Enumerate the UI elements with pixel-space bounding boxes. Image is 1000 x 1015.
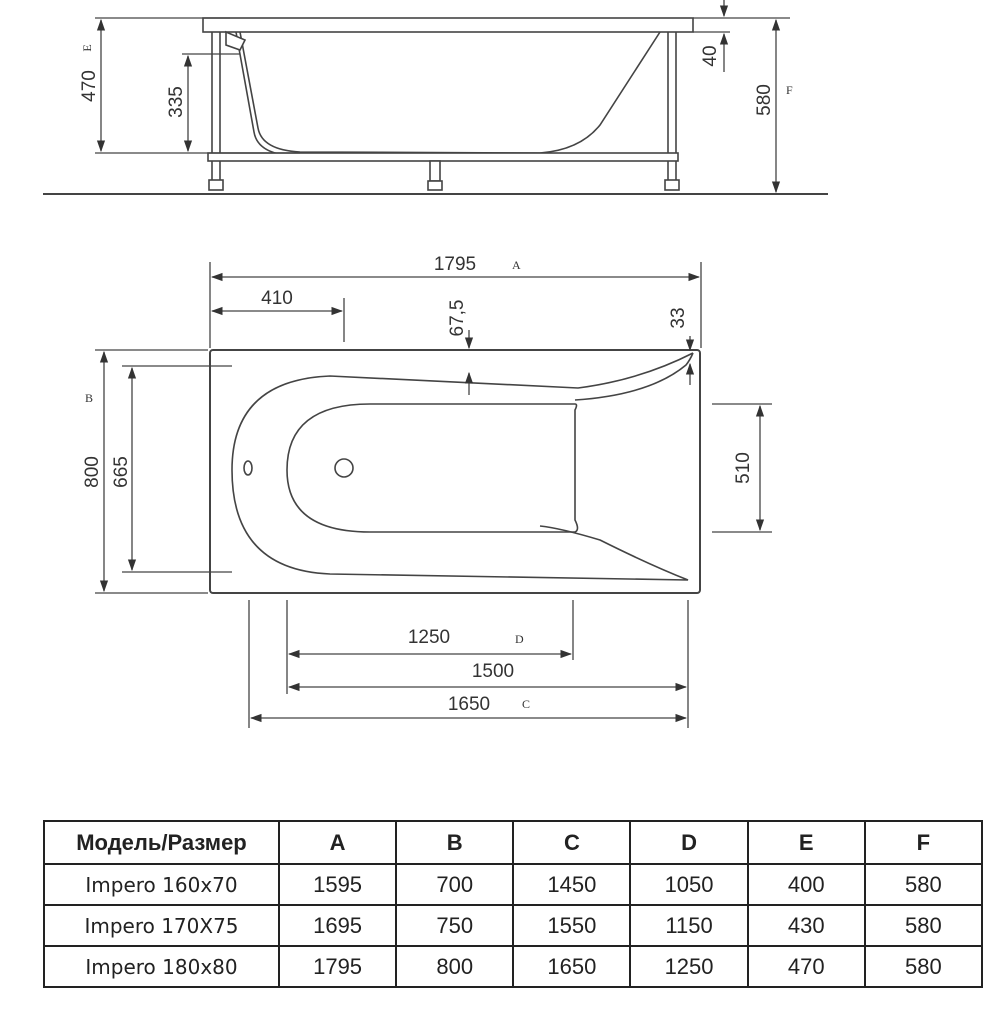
dim-1250: 1250 <box>408 627 450 648</box>
table-cell-model: Impero 180x80 <box>43 945 280 988</box>
dim-1795: 1795 <box>434 254 476 275</box>
table-cell-model: Impero 170X75 <box>43 904 280 947</box>
drain-hole <box>334 458 354 478</box>
dim-580: 580 <box>754 84 775 116</box>
dim-40: 40 <box>700 45 721 66</box>
frame-base <box>207 152 679 162</box>
table-cell: 1795 <box>277 945 398 988</box>
dim-67-5: 67,5 <box>447 300 468 337</box>
tub-floor <box>286 403 579 533</box>
top-view-dimensions <box>95 262 772 728</box>
table-cell: 470 <box>746 945 866 988</box>
table-cell: 1250 <box>629 945 749 988</box>
header-model-size: Модель/Размер <box>43 820 280 865</box>
dim-665: 665 <box>111 456 132 488</box>
table-cell: 800 <box>395 945 515 988</box>
table-row: Impero 160x70 1595 700 1450 1050 400 580 <box>43 863 984 906</box>
dim-470: 470 <box>79 70 100 102</box>
dim-1500: 1500 <box>472 661 514 682</box>
table-cell: 750 <box>395 904 515 947</box>
header-F: F <box>863 820 984 865</box>
dim-510: 510 <box>733 452 754 484</box>
table-cell: 580 <box>863 904 984 947</box>
side-view <box>43 17 828 195</box>
table-cell-model: Impero 160x70 <box>43 863 280 906</box>
size-spec-table: Модель/Размер A B C D E F Impero 160x70 … <box>43 820 984 988</box>
table-row: Impero 180x80 1795 800 1650 1250 470 580 <box>43 945 984 988</box>
table-row: Impero 170X75 1695 750 1550 1150 430 580 <box>43 904 984 947</box>
label-C: C <box>522 697 530 711</box>
label-F: F <box>786 83 793 97</box>
table-cell: 1695 <box>277 904 398 947</box>
side-view-text: 470 E 335 40 580 F <box>79 44 793 118</box>
table-cell: 430 <box>746 904 866 947</box>
overflow-hole <box>243 460 253 476</box>
table-cell: 1450 <box>512 863 632 906</box>
table-cell: 1650 <box>512 945 632 988</box>
label-A: A <box>512 258 521 272</box>
top-view-text: 1795 A 410 67,5 33 B 800 665 510 1250 D … <box>82 254 754 715</box>
bathtub-technical-drawing: 470 E 335 40 580 F <box>43 0 828 728</box>
table-cell: 700 <box>395 863 515 906</box>
tub-outline <box>209 349 701 594</box>
header-D: D <box>629 820 749 865</box>
dim-33: 33 <box>668 307 689 328</box>
tub-basin <box>231 352 694 581</box>
dim-335: 335 <box>166 86 187 118</box>
table-cell: 1595 <box>277 863 398 906</box>
dim-410: 410 <box>261 288 293 309</box>
dim-800: 800 <box>82 456 103 488</box>
label-D: D <box>515 632 524 646</box>
top-view <box>209 349 701 594</box>
header-E: E <box>746 820 866 865</box>
dim-1650: 1650 <box>448 694 490 715</box>
side-view-dimensions <box>95 0 790 194</box>
label-B: B <box>85 391 93 405</box>
header-C: C <box>512 820 632 865</box>
header-A: A <box>277 820 398 865</box>
header-B: B <box>395 820 515 865</box>
tub-rim <box>202 17 694 33</box>
table-cell: 580 <box>863 945 984 988</box>
table-cell: 1050 <box>629 863 749 906</box>
tub-body <box>239 31 661 154</box>
table-cell: 580 <box>863 863 984 906</box>
table-cell: 1150 <box>629 904 749 947</box>
table-header-row: Модель/Размер A B C D E F <box>43 820 984 865</box>
label-E: E <box>80 44 94 51</box>
table-cell: 400 <box>746 863 866 906</box>
table-cell: 1550 <box>512 904 632 947</box>
